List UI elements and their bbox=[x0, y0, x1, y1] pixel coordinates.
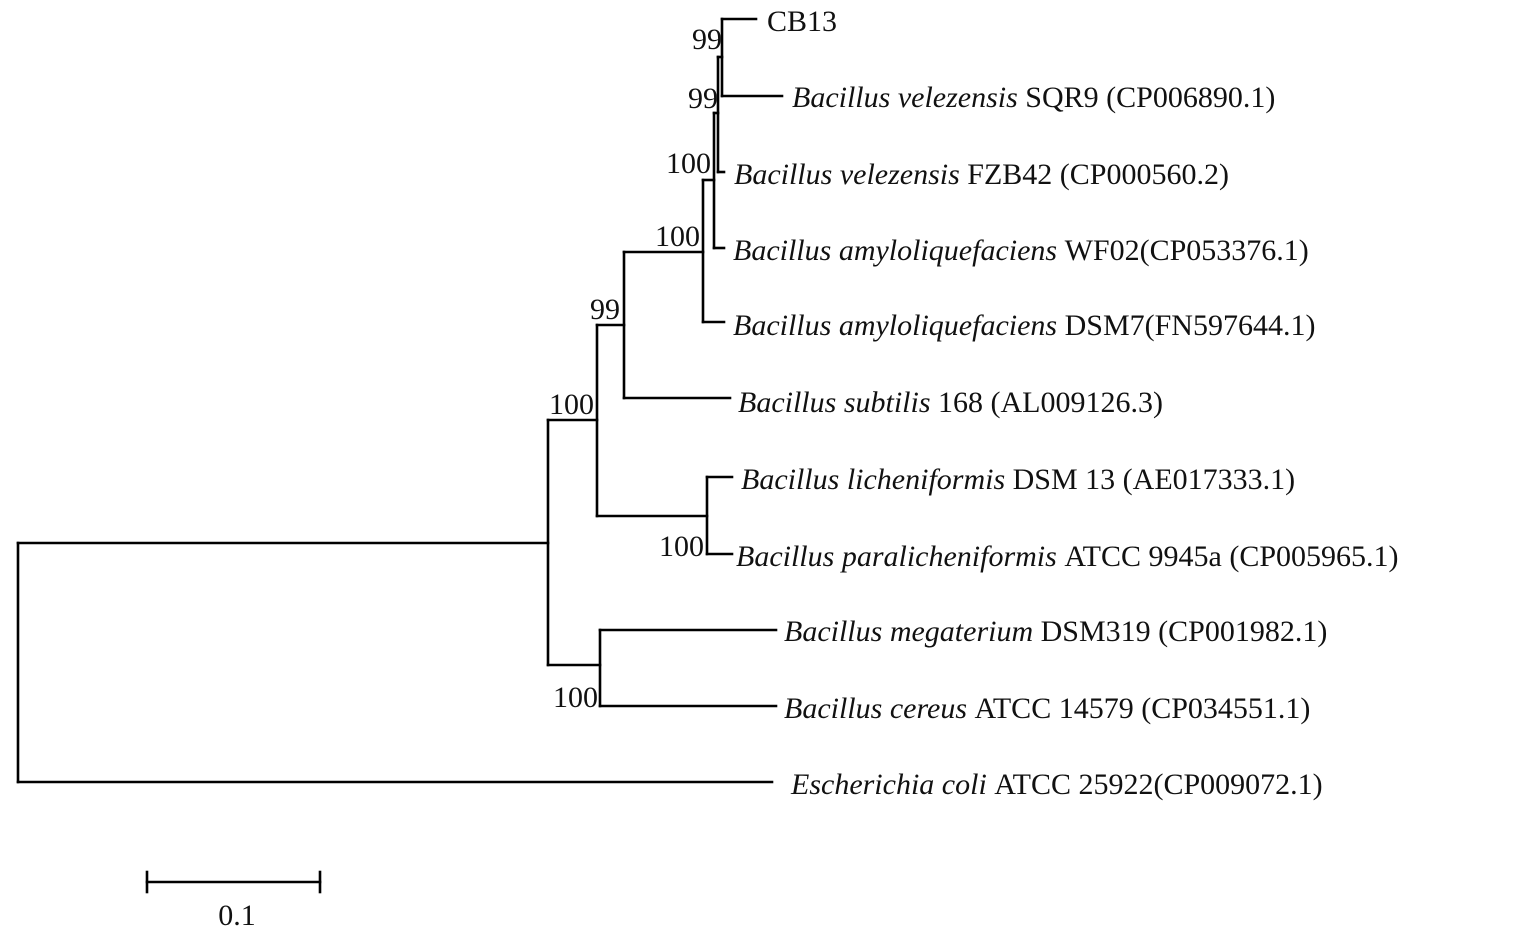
leaf-strain: ATCC 25922(CP009072.1) bbox=[994, 768, 1322, 801]
leaf-strain: DSM 13 (AE017333.1) bbox=[1013, 463, 1296, 496]
leaf-label-ecoli: Escherichia coli ATCC 25922(CP009072.1) bbox=[790, 768, 1323, 801]
bootstrap-sqr9-fzb42: 99 bbox=[688, 82, 718, 115]
leaf-species: Bacillus velezensis bbox=[734, 158, 967, 191]
leaf-label-cereus: Bacillus cereus ATCC 14579 (CP034551.1) bbox=[784, 692, 1310, 725]
leaf-label-subtilis: Bacillus subtilis 168 (AL009126.3) bbox=[738, 386, 1163, 419]
leaf-strain: WF02(CP053376.1) bbox=[1065, 234, 1309, 267]
leaf-species: Bacillus cereus bbox=[784, 692, 975, 725]
leaf-species: Bacillus subtilis bbox=[738, 386, 938, 419]
leaf-label-megaterium: Bacillus megaterium DSM319 (CP001982.1) bbox=[784, 615, 1327, 648]
bootstrap-velezensis-group: 100 bbox=[666, 147, 711, 180]
leaf-strain: ATCC 9945a (CP005965.1) bbox=[1064, 540, 1398, 573]
leaf-label-paralicheniformis: Bacillus paralicheniformis ATCC 9945a (C… bbox=[736, 540, 1399, 573]
leaf-label-licheniformis: Bacillus licheniformis DSM 13 (AE017333.… bbox=[741, 463, 1295, 496]
leaf-species: Escherichia coli bbox=[790, 768, 994, 801]
leaf-species: Bacillus licheniformis bbox=[741, 463, 1013, 496]
bootstrap-cb13-sqr9: 99 bbox=[692, 23, 722, 56]
leaf-species: Bacillus amyloliquefaciens bbox=[733, 234, 1065, 267]
bootstrap-megaterium-cereus: 100 bbox=[553, 681, 598, 714]
leaf-strain: CB13 bbox=[767, 5, 837, 38]
leaf-label-amylo-dsm7: Bacillus amyloliquefaciens DSM7(FN597644… bbox=[733, 309, 1315, 342]
leaf-strain: DSM7(FN597644.1) bbox=[1065, 309, 1316, 342]
leaf-species: Bacillus paralicheniformis bbox=[736, 540, 1064, 573]
leaf-strain: SQR9 (CP006890.1) bbox=[1025, 81, 1275, 114]
leaf-species: Bacillus velezensis bbox=[792, 81, 1025, 114]
bootstrap-subtilis-group: 99 bbox=[590, 293, 620, 326]
tree-branches bbox=[16, 17, 784, 784]
leaf-labels: CB13 Bacillus velezensis SQR9 (CP006890.… bbox=[733, 5, 1399, 801]
leaf-strain: FZB42 (CP000560.2) bbox=[967, 158, 1229, 191]
bootstrap-amylo-group: 100 bbox=[655, 220, 700, 253]
scale-bar: 0.1 bbox=[145, 870, 322, 932]
bootstrap-main-clade: 100 bbox=[549, 388, 594, 421]
bootstrap-licheniformis: 100 bbox=[659, 530, 704, 563]
leaf-strain: DSM319 (CP001982.1) bbox=[1041, 615, 1328, 648]
leaf-strain: ATCC 14579 (CP034551.1) bbox=[975, 692, 1311, 725]
leaf-label-amylo-wf02: Bacillus amyloliquefaciens WF02(CP053376… bbox=[733, 234, 1309, 267]
leaf-species: Bacillus megaterium bbox=[784, 615, 1041, 648]
leaf-label-cb13: CB13 bbox=[767, 5, 837, 38]
leaf-label-velezensis-sqr9: Bacillus velezensis SQR9 (CP006890.1) bbox=[792, 81, 1275, 114]
leaf-species: Bacillus amyloliquefaciens bbox=[733, 309, 1065, 342]
scale-bar-label: 0.1 bbox=[218, 899, 256, 932]
leaf-strain: 168 (AL009126.3) bbox=[938, 386, 1163, 419]
leaf-label-velezensis-fzb42: Bacillus velezensis FZB42 (CP000560.2) bbox=[734, 158, 1229, 191]
bootstrap-labels: 99 99 100 100 99 100 100 100 bbox=[549, 23, 722, 714]
